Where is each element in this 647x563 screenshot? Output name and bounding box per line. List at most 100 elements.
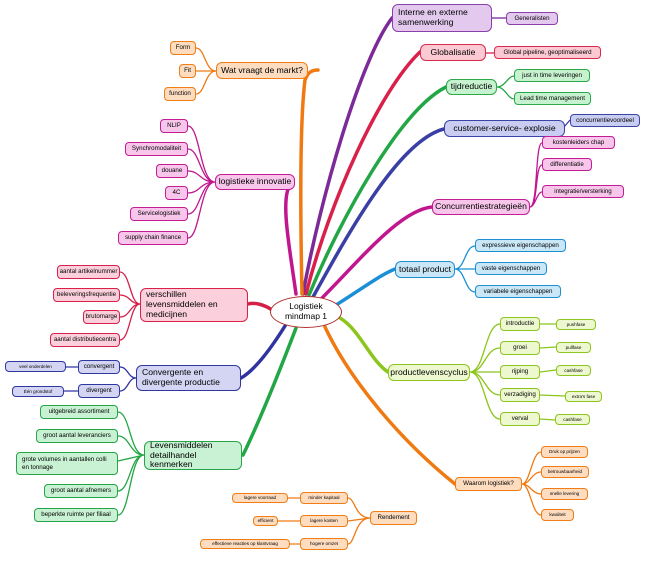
sub-variabele[interactable]: variabele eigenschappen — [475, 285, 561, 298]
sub-uitgebreid-assortiment-label: uitgebreid assortiment — [48, 408, 110, 416]
sub-beleveringsfrequentie[interactable]: beleveringsfrequentie — [53, 288, 120, 302]
topic-rendement[interactable]: Rendement — [370, 511, 417, 525]
branch-convergent — [239, 324, 287, 380]
sub-global-pipeline[interactable]: Global pipeline, geoptimaliseerd — [494, 46, 601, 59]
sub-hogere-omzet[interactable]: hogere omzet — [300, 538, 348, 550]
topic-concurrentie[interactable]: Concurrentiestrategieën — [432, 199, 530, 215]
sub-druk-prijzen-label: Druk op prijzen — [549, 449, 580, 455]
sub-minder-kapitaal[interactable]: minder kapitaal — [300, 492, 348, 504]
sub-lagere-kosten-label: lagere kosten — [310, 518, 338, 524]
note-veel-onderdelen[interactable]: veel onderdelen — [5, 361, 66, 372]
sub-expressieve[interactable]: expressieve eigenschappen — [475, 239, 566, 252]
note-efficient[interactable]: efficient — [253, 516, 278, 526]
topic-waarom-logistiek-label: Waarom logistiek? — [463, 480, 514, 488]
topic-totaal-product[interactable]: totaal product — [395, 261, 455, 278]
sub-leveranciers-label: groot aantal leveranciers — [43, 432, 111, 440]
sub-beleveringsfrequentie-label: beleveringsfrequentie — [56, 291, 117, 299]
sub-form-label: Form — [175, 44, 191, 52]
sub-integratie[interactable]: integratie/versterking — [542, 185, 624, 198]
sub-differentiatie-label: differentiatie — [550, 160, 584, 168]
note-een-grondstof[interactable]: Één grondstof — [12, 386, 64, 397]
sub-lead-time[interactable]: Lead time management — [514, 92, 591, 105]
sub-vaste[interactable]: vaste eigenschappen — [475, 262, 547, 275]
phase-cashfase-1-label: cashfase — [564, 367, 583, 373]
sub-concurrentievoordeel-label: concurrentievoordeel — [576, 116, 634, 124]
stage-introductie[interactable]: introductie — [500, 317, 540, 331]
sub-leveranciers[interactable]: groot aantal leveranciers — [36, 429, 118, 443]
sub-supply-chain-finance[interactable]: supply chain finance — [118, 231, 188, 245]
sub-jit-label: just in time leveringen — [522, 71, 582, 79]
sub-grote-volumes[interactable]: grote volumes in aantallen colli en tonn… — [16, 452, 118, 475]
stage-verzadiging[interactable]: verzadiging — [500, 388, 540, 402]
sub-betrouwbaarheid[interactable]: betrouwbaarheid — [541, 466, 589, 478]
topic-waarom-logistiek[interactable]: Waarom logistiek? — [455, 477, 522, 491]
sub-differentiatie[interactable]: differentiatie — [542, 158, 592, 171]
topic-markt[interactable]: Wat vraagt de markt? — [216, 62, 308, 79]
stage-groei[interactable]: groei — [500, 341, 540, 355]
phase-cashfase-2[interactable]: cashfase — [555, 414, 590, 425]
phase-extras-label: extra's fase — [571, 393, 596, 399]
topic-verschillen[interactable]: verschillen levensmiddelen en medicijnen — [140, 288, 248, 322]
phase-pullfase[interactable]: pullfase — [556, 342, 591, 353]
sub-divergent[interactable]: divergent — [78, 384, 120, 398]
note-lagere-voorraad[interactable]: lagere voorraad — [232, 493, 288, 503]
stage-verval[interactable]: verval — [500, 412, 540, 426]
sub-uitgebreid-assortiment[interactable]: uitgebreid assortiment — [40, 405, 118, 419]
sub-snelle-levering[interactable]: snelle levering — [541, 488, 588, 500]
sub-fit-label: Fit — [184, 67, 191, 75]
sub-jit[interactable]: just in time leveringen — [514, 69, 590, 82]
sub-artikelnummer[interactable]: aantal artikelnummer — [57, 265, 120, 279]
note-effectieve-reacties-label: effectieve reacties op klantvraag — [212, 541, 278, 547]
sub-function[interactable]: function — [164, 87, 196, 101]
topic-innovatie[interactable]: logistieke innovatie — [215, 174, 295, 190]
topic-customer-service-label: customer-service- explosie — [453, 122, 556, 133]
topic-levensmiddelen-label: Levensmiddelen detailhandel kenmerken — [150, 441, 213, 470]
sub-4c[interactable]: 4C — [165, 186, 188, 200]
sub-kostenleiderschap[interactable]: kostenleiders chap — [542, 136, 615, 149]
topic-verschillen-label: verschillen levensmiddelen en medicijnen — [146, 289, 218, 319]
topic-globalisatie[interactable]: Globalisatie — [420, 44, 486, 61]
sub-lead-time-label: Lead time management — [519, 94, 585, 102]
sub-douane-label: douane — [161, 167, 183, 175]
sub-concurrentievoordeel[interactable]: concurrentievoordeel — [570, 114, 640, 127]
phase-pushfase[interactable]: pushfase — [556, 319, 596, 330]
sub-brutomarge[interactable]: brutomarge — [83, 310, 120, 324]
stage-rijping[interactable]: rijping — [500, 365, 540, 379]
note-effectieve-reacties[interactable]: effectieve reacties op klantvraag — [200, 539, 290, 549]
sub-distributiecentra[interactable]: aantal distributiecentra — [50, 333, 120, 347]
sub-afnemers[interactable]: groot aantal afnemers — [44, 484, 118, 498]
sub-synchromodaliteit[interactable]: Synchromodaliteit — [125, 142, 188, 156]
branch-product — [334, 267, 397, 307]
topic-samenwerking-label: Interne en externe samenwerking — [398, 7, 468, 27]
sub-kwaliteit[interactable]: kwaliteit — [541, 509, 574, 521]
sub-convergent[interactable]: convergent — [78, 360, 120, 374]
sub-generalisten[interactable]: Generalisten — [506, 12, 558, 25]
phase-extras[interactable]: extra's fase — [565, 391, 602, 402]
topic-samenwerking[interactable]: Interne en externe samenwerking — [392, 4, 492, 32]
sub-betrouwbaarheid-label: betrouwbaarheid — [547, 469, 583, 475]
sub-servicelogistiek[interactable]: Servicelogistiek — [130, 207, 188, 221]
sub-synchromodaliteit-label: Synchromodaliteit — [131, 145, 182, 153]
topic-customer-service[interactable]: customer-service- explosie — [444, 120, 565, 137]
topic-levensmiddelen[interactable]: Levensmiddelen detailhandel kenmerken — [144, 441, 242, 470]
topic-convergent[interactable]: Convergente en divergente productie — [136, 365, 241, 391]
sub-function-label: function — [169, 90, 191, 98]
sub-beperkte-ruimte[interactable]: beperkte ruimte per filiaal — [34, 508, 118, 522]
branch-markt — [299, 68, 320, 296]
sub-fit[interactable]: Fit — [179, 64, 196, 78]
sub-variabele-label: variabele eigenschappen — [483, 287, 553, 295]
phase-cashfase-1[interactable]: cashfase — [556, 365, 591, 376]
branch-levenscyclus — [338, 316, 390, 374]
topic-tijdreductie[interactable]: tijdreductie — [446, 79, 497, 95]
sub-lagere-kosten[interactable]: lagere kosten — [300, 515, 348, 527]
sub-snelle-levering-label: snelle levering — [549, 491, 580, 497]
sub-druk-prijzen[interactable]: Druk op prijzen — [541, 446, 588, 458]
sub-form[interactable]: Form — [170, 41, 196, 55]
stage-verzadiging-label: verzadiging — [504, 391, 536, 399]
sub-generalisten-label: Generalisten — [514, 14, 550, 22]
sub-douane[interactable]: douane — [156, 164, 188, 178]
sub-nlip[interactable]: NLIP — [160, 119, 188, 133]
branch-levensmiddelen — [241, 326, 298, 457]
topic-productlevenscyclus[interactable]: productlevenscyclus — [388, 364, 470, 381]
